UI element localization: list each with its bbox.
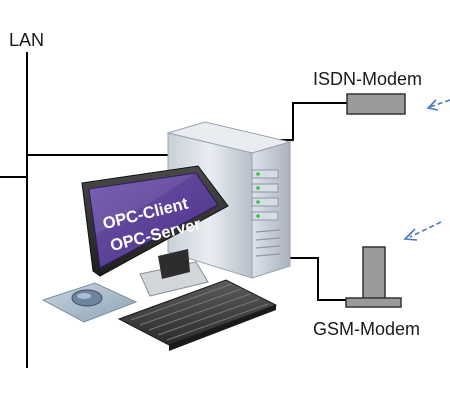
monitor [81,165,229,297]
isdn-incoming-arrow [426,99,450,111]
mouse [71,289,103,307]
gsm-incoming-arrow [403,221,442,241]
keyboard [117,279,278,351]
gsm-modem-device [345,246,402,308]
isdn-modem-label: ISDN-Modem [313,69,423,89]
gsm-connection-line [290,257,346,301]
isdn-modem-device [346,93,406,115]
monitor-screen [88,172,219,269]
gsm-modem-label: GSM-Modem [313,319,421,339]
lan-label: LAN [9,30,45,50]
